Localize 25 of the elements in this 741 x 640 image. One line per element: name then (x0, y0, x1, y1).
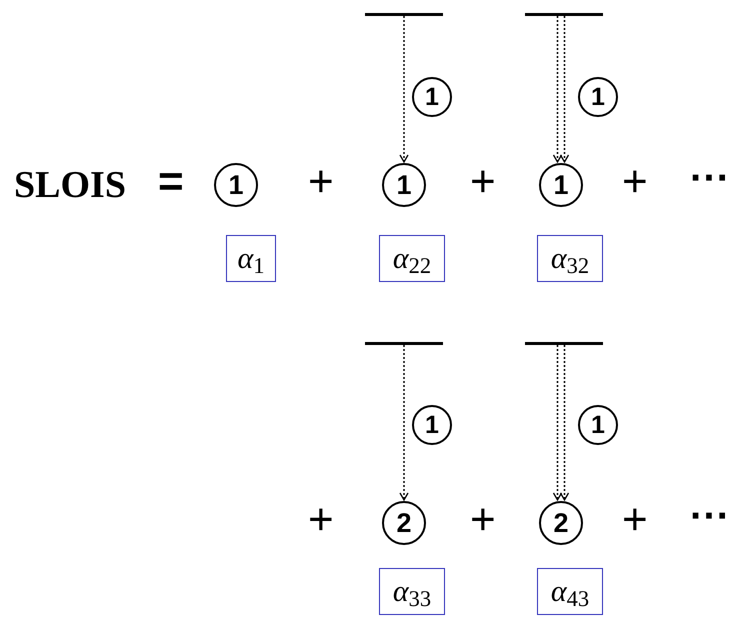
coefficient-box: α$_{43}$ (537, 568, 603, 615)
equation-symbol: + (308, 160, 334, 204)
equation-symbol: + (308, 498, 334, 542)
equation-symbol: ··· (690, 496, 730, 536)
coefficient-box: α$_{32}$ (537, 235, 603, 282)
dotted-arrow (399, 345, 409, 501)
coefficient-box: α$_{33}$ (379, 568, 445, 615)
equation-symbol: + (470, 160, 496, 204)
horizontal-bar (525, 13, 603, 16)
coefficient-box: α$_{22}$ (379, 235, 445, 282)
equation-symbol: + (622, 498, 648, 542)
horizontal-bar (365, 13, 443, 16)
equation-symbol: ··· (690, 158, 730, 198)
dotted-arrow (399, 16, 409, 163)
equation-symbol: + (470, 498, 496, 542)
coefficient-box: α$_{1}$ (226, 235, 276, 282)
dotted-arrow (560, 16, 570, 163)
horizontal-bar (365, 342, 443, 345)
horizontal-bar (525, 342, 603, 345)
dotted-arrow (560, 345, 570, 501)
dotted-arrow (552, 345, 562, 501)
equation-symbol: + (622, 160, 648, 204)
dotted-arrow (552, 16, 562, 163)
equation-symbol: SLOIS (14, 166, 126, 204)
equation-symbol: = (158, 160, 184, 204)
